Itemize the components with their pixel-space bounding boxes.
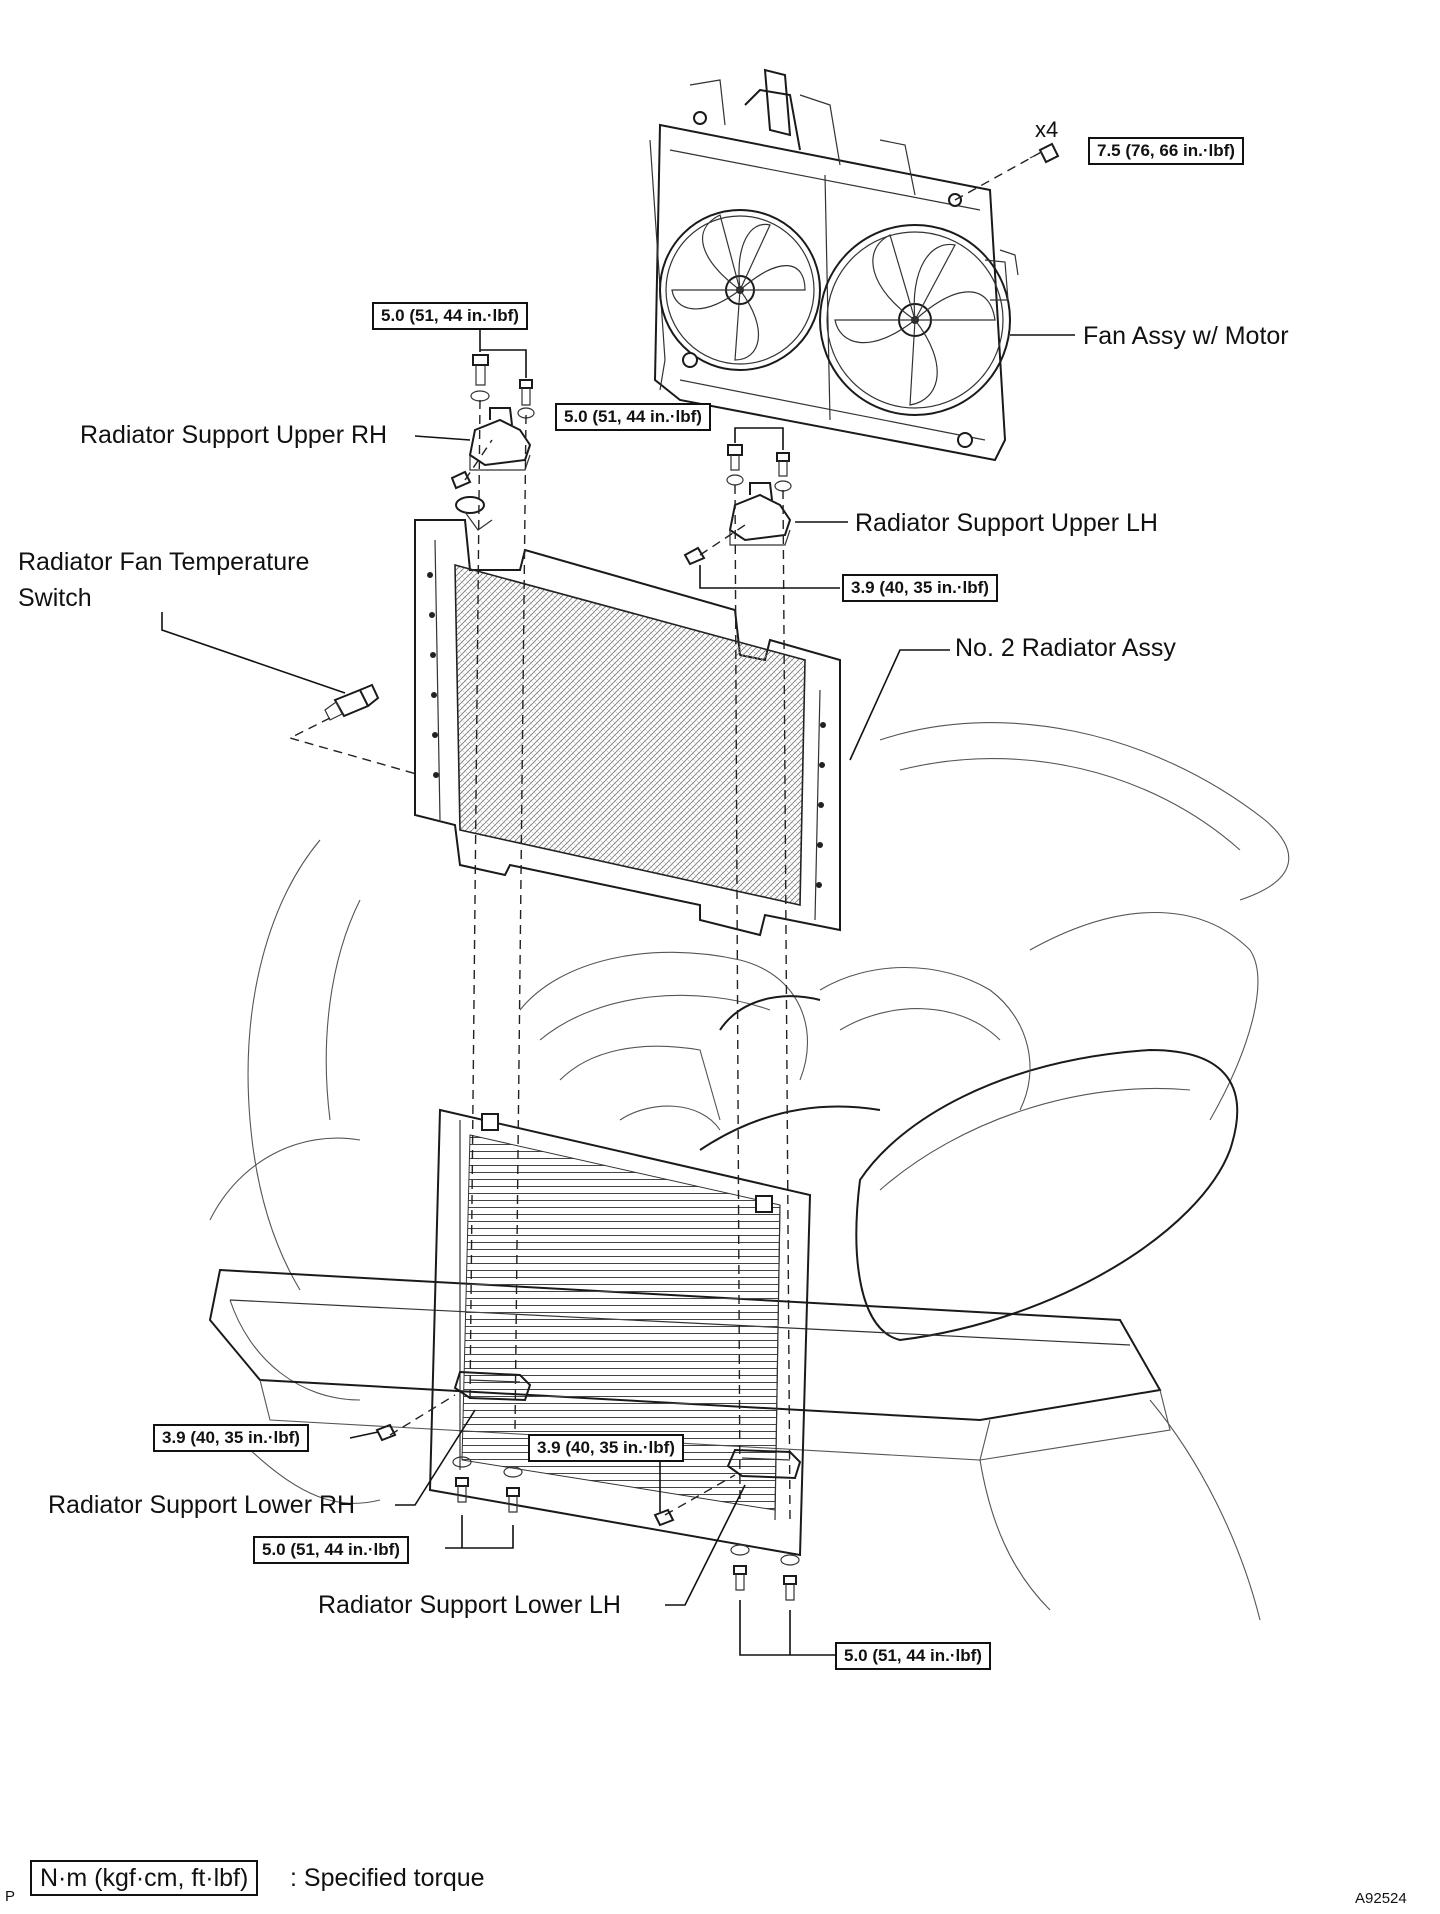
torque-lower-rh: 5.0 (51, 44 in.·lbf) xyxy=(253,1536,409,1564)
torque-bracket-lower-rh-bolt xyxy=(349,1431,379,1439)
no2-radiator-assembly xyxy=(414,496,841,937)
torque-lower-lh: 5.0 (51, 44 in.·lbf) xyxy=(835,1642,991,1670)
torque-bracket-upper-rh xyxy=(479,330,527,378)
torque-bracket-lower-rh xyxy=(445,1515,514,1549)
torque-upper-lh: 5.0 (51, 44 in.·lbf) xyxy=(555,403,711,431)
label-support-lower-rh: Radiator Support Lower RH xyxy=(48,1491,356,1519)
legend-text: : Specified torque xyxy=(290,1864,485,1892)
bolt-quantity-x4: x4 xyxy=(1035,117,1059,142)
temp-switch-leader xyxy=(161,612,346,694)
radiator-support-lower-rh xyxy=(375,1370,532,1513)
temp-switch-dash xyxy=(288,717,421,776)
torque-lower-rh-bolt: 3.9 (40, 35 in.·lbf) xyxy=(153,1424,309,1452)
torque-lower-lh-bolt: 3.9 (40, 35 in.·lbf) xyxy=(528,1434,684,1462)
fan-assembly xyxy=(649,68,1060,462)
label-support-lower-lh: Radiator Support Lower LH xyxy=(318,1591,621,1619)
label-fan-assy: Fan Assy w/ Motor xyxy=(1083,322,1289,350)
label-temp-switch-line1: Radiator Fan Temperature xyxy=(18,548,310,576)
legend-prefix: P xyxy=(5,1888,16,1905)
torque-fan-bolts: 7.5 (76, 66 in.·lbf) xyxy=(1088,137,1244,165)
torque-bracket-upper-lh-bolt xyxy=(699,565,840,589)
label-support-upper-lh: Radiator Support Upper LH xyxy=(855,509,1158,537)
alignment-lines xyxy=(389,399,791,1521)
torque-bracket-lower-lh xyxy=(739,1600,835,1656)
main-radiator-installed xyxy=(428,1108,812,1557)
torque-upper-lh-bolt: 3.9 (40, 35 in.·lbf) xyxy=(842,574,998,602)
label-support-upper-rh: Radiator Support Upper RH xyxy=(80,421,388,449)
radiator-support-upper-rh xyxy=(450,354,535,490)
vehicle-engine-bay xyxy=(208,722,1290,1621)
radiator-no2-leader xyxy=(849,649,950,761)
radiator-support-upper-lh xyxy=(683,444,792,566)
fan-temperature-switch xyxy=(324,683,380,721)
support-lower-lh-leader xyxy=(665,1484,746,1606)
support-upper-rh-leader xyxy=(414,435,471,441)
torque-bracket-upper-lh xyxy=(734,427,784,450)
support-lower-rh-leader xyxy=(395,1409,476,1506)
legend-torque-unit-box: N·m (kgf·cm, ft·lbf) xyxy=(30,1860,259,1896)
label-radiator-no2: No. 2 Radiator Assy xyxy=(955,634,1176,662)
label-temp-switch-line2: Switch xyxy=(18,584,92,612)
figure-id: A92524 xyxy=(1355,1890,1407,1907)
radiator-support-lower-lh xyxy=(653,1448,802,1601)
torque-upper-rh: 5.0 (51, 44 in.·lbf) xyxy=(372,302,528,330)
